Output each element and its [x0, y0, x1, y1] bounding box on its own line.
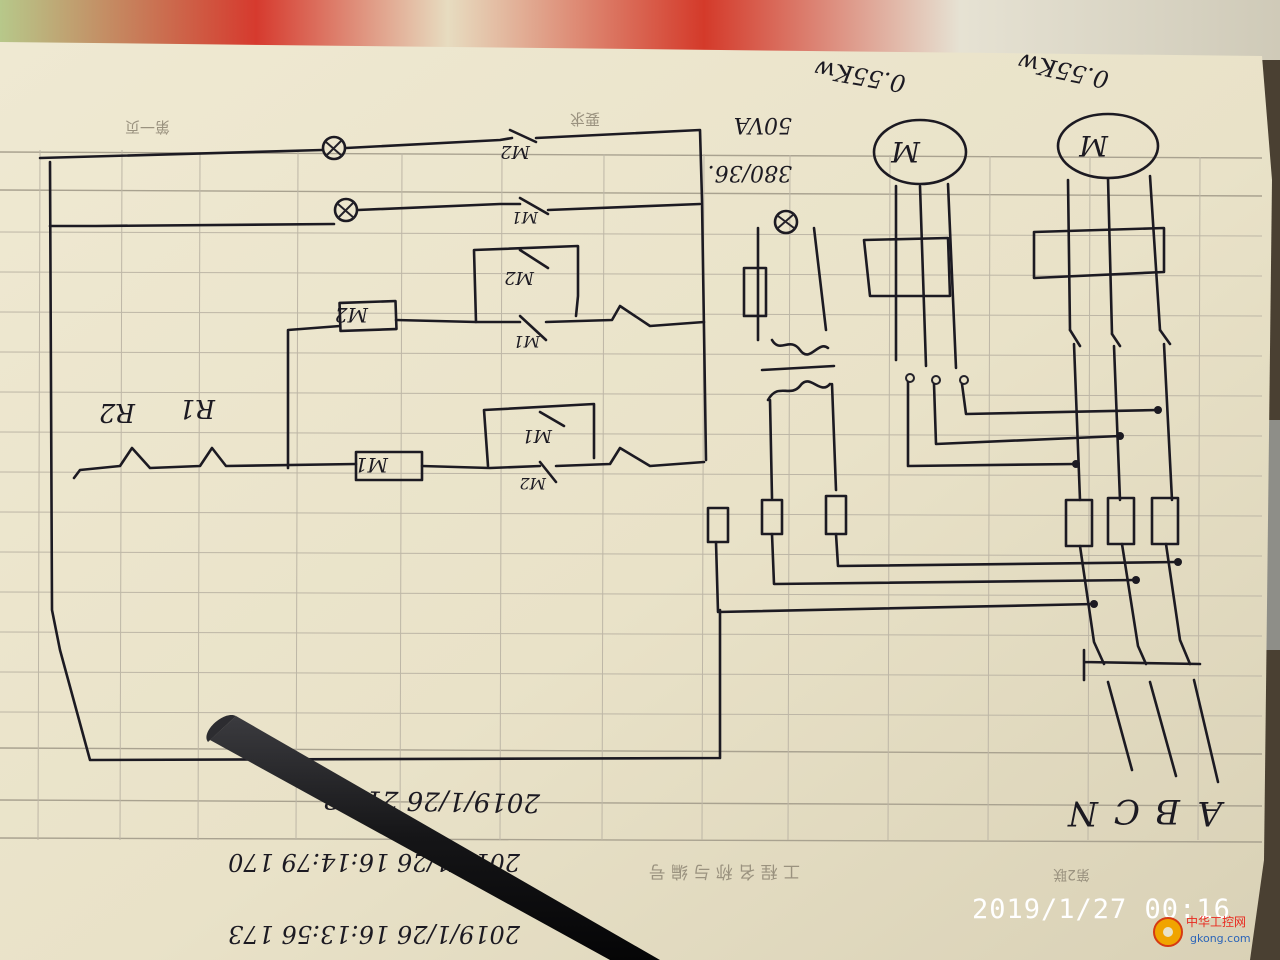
fuse-control-1 — [706, 506, 730, 544]
motor-2-circuit — [1032, 112, 1220, 784]
label-contact-m1-lamp: M1 — [511, 208, 539, 227]
motor-1-terminal — [959, 375, 969, 385]
lamp2-line-right — [546, 202, 702, 212]
label-phase-a: A — [1197, 793, 1225, 833]
contact-m1-hold — [538, 410, 566, 428]
note-date-3: 2019/1/26 16:13:56 173 — [228, 920, 521, 948]
black-pen — [206, 714, 660, 960]
secondary-fuse — [742, 266, 768, 318]
transformer-primary-leads — [768, 382, 838, 500]
pen-cap-end — [206, 714, 236, 742]
label-contact-m2-int: M2 — [519, 474, 547, 493]
transformer-core — [760, 364, 836, 372]
main-supply-to-switch — [1078, 542, 1192, 666]
motor-2-feed — [1072, 342, 1174, 502]
label-motor-2: M — [1078, 129, 1109, 162]
lamp2-line-mid — [356, 202, 522, 212]
lamp1-line-left — [38, 148, 324, 160]
contact-m2-top — [508, 128, 538, 144]
label-phase-b: B — [1155, 791, 1181, 831]
m2-hold-loop — [472, 244, 580, 324]
label-contact-m2-top: M2 — [500, 141, 531, 162]
transformer-secondary-leads — [756, 226, 828, 342]
lamp-3-cross — [777, 213, 795, 229]
indicator-lamp-3 — [773, 209, 799, 235]
label-phase-c: C — [1114, 791, 1140, 831]
photo-timestamp: 2019/1/27 00:16 — [972, 894, 1231, 925]
transformer-primary-coil — [766, 380, 832, 402]
ledger-grid — [0, 149, 1263, 843]
motor-1-circuit — [862, 118, 1160, 468]
label-contact-m1-hold: M1 — [522, 425, 553, 446]
form-header-text: 第一页 — [125, 118, 170, 136]
main-switch — [1082, 648, 1202, 682]
m2-branch-left — [286, 324, 342, 470]
lamp-1-cross — [325, 139, 343, 157]
junction-dot — [1174, 558, 1182, 566]
contact-m2-interlock — [538, 460, 558, 484]
main-input-lines — [1106, 678, 1220, 784]
control-circuit — [38, 128, 722, 762]
contact-m1-interlock — [518, 314, 548, 342]
motor-1-leads — [894, 182, 958, 370]
control-feed-c — [834, 532, 1180, 568]
motor-2-overload — [1032, 226, 1166, 280]
transformer-block — [706, 209, 1180, 614]
label-contact-m2-hold: M2 — [504, 267, 535, 288]
transformer-secondary-coil — [770, 338, 830, 356]
watermark-site-cn: 中华工控网 — [1186, 914, 1246, 929]
junction-dot — [1072, 460, 1080, 468]
form-footer-text: 第2联 — [1053, 866, 1090, 883]
junction-dot — [1116, 432, 1124, 440]
left-supply-wire — [48, 160, 722, 762]
junction-dot — [1154, 406, 1162, 414]
label-contact-m1-int: M1 — [513, 332, 541, 351]
label-transformer-va: 50VA — [734, 112, 792, 137]
motor-1-feed — [906, 380, 1160, 468]
label-r2: R2 — [99, 397, 136, 427]
label-coil-m2: M2 — [335, 303, 369, 327]
label-neutral: N — [1067, 793, 1099, 833]
form-footer-text: 工 程 名 称 与 编 号 — [649, 861, 800, 881]
control-feed-b — [770, 532, 1138, 586]
motor-1-terminal — [905, 373, 915, 383]
stop-button-m1 — [554, 446, 706, 468]
lamp-2-cross — [337, 201, 355, 219]
gear-hub-icon — [1163, 927, 1173, 937]
contact-m1-lamp — [518, 196, 550, 216]
control-feed-a — [714, 540, 1096, 614]
coil-m2 — [338, 299, 398, 333]
thermal-relay-contacts — [72, 446, 358, 480]
stop-button-m2 — [544, 304, 706, 328]
paper-sheet — [0, 42, 1272, 960]
watermark-site-url: gkong.com — [1190, 932, 1251, 945]
label-motor-1: M — [890, 135, 921, 168]
label-coil-m1: M1 — [355, 453, 389, 477]
lamp2-line-left — [48, 222, 336, 228]
contact-m2-hold — [518, 248, 550, 270]
junction-dot — [1090, 600, 1098, 608]
motor-2-leads — [1066, 174, 1162, 336]
label-r1: R1 — [179, 393, 216, 423]
motor-1-overload — [862, 236, 952, 298]
motor-2-contactor — [1068, 328, 1172, 348]
junction-dot — [1132, 576, 1140, 584]
motor-1-terminal — [931, 375, 941, 385]
m1-branch-mid — [420, 464, 542, 470]
printed-form-text: 第一页 要求 第2联 工 程 名 称 与 编 号 — [125, 110, 1090, 883]
lamp1-line-mid — [344, 136, 514, 150]
pen-body — [210, 716, 660, 960]
label-transformer: 380/36. — [708, 160, 792, 185]
form-header-text: 要求 — [570, 110, 600, 128]
motor-1-circle — [872, 118, 968, 186]
gkong-watermark: 中华工控网 gkong.com — [1153, 914, 1251, 947]
right-control-bus — [534, 128, 708, 462]
m1-hold-loop — [482, 402, 596, 468]
